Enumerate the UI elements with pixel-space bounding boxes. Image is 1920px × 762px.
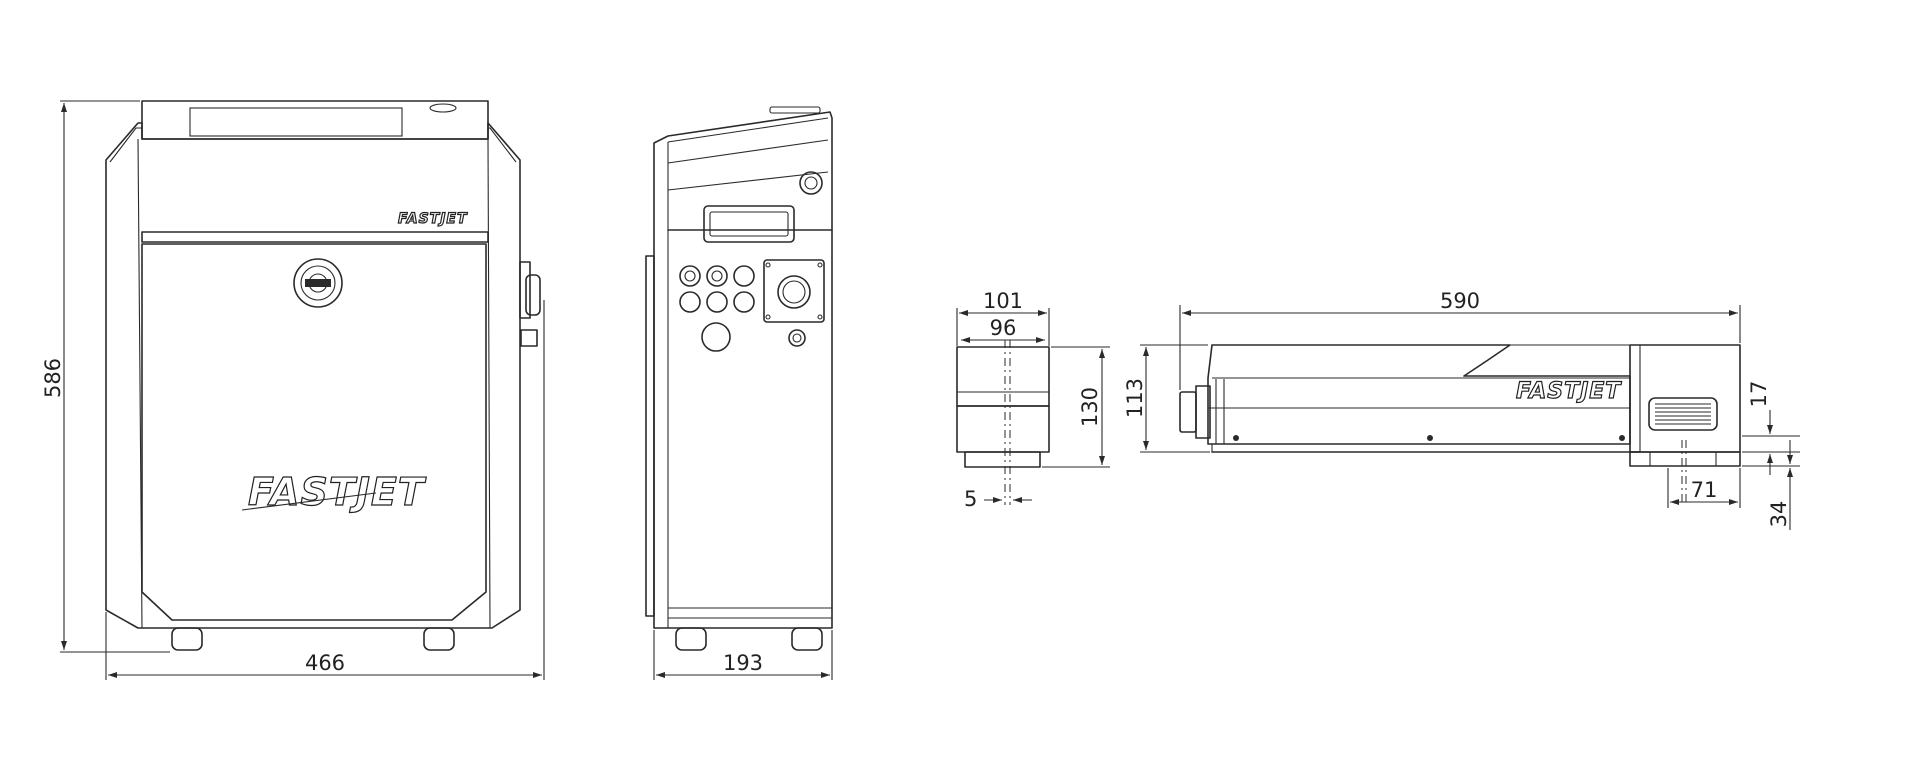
head-end-lower [956, 405, 1050, 453]
front-large-logo: FASTJET [248, 470, 427, 514]
side-display [703, 205, 795, 243]
dim-front-height: 586 [41, 358, 65, 398]
side-rear-rail [645, 255, 655, 617]
dim-head-length: 590 [1440, 289, 1480, 313]
valve-knob-icon [777, 275, 811, 309]
gauge-icon [799, 171, 823, 195]
cable-gland [1179, 391, 1197, 433]
dim-head-end-width-outer: 101 [983, 289, 1023, 313]
side-valve-panel [763, 259, 825, 323]
front-display-window [189, 107, 403, 137]
dim-head-height: 113 [1123, 378, 1147, 418]
front-top-panel [141, 100, 489, 140]
side-view: 193 [645, 106, 833, 680]
front-foot-left [171, 627, 203, 651]
dim-side-width: 193 [723, 651, 763, 675]
dim-nozzle-drop: 34 [1767, 501, 1791, 528]
head-end-view: 101 96 130 5 [956, 289, 1110, 511]
dim-head-end-offset: 5 [964, 487, 977, 511]
side-outer-body [653, 111, 833, 629]
front-small-logo: FASTJET [398, 211, 468, 227]
front-outer-body [105, 122, 521, 629]
front-separator-band [141, 231, 489, 243]
side-foot-left [675, 627, 707, 651]
head-logo: FASTJET [1516, 379, 1622, 404]
head-end-upper [956, 346, 1050, 407]
head-end-nozzle [964, 451, 1041, 468]
front-side-port [520, 329, 538, 347]
dim-head-end-height: 130 [1078, 387, 1102, 427]
head-body [1207, 344, 1631, 445]
side-small-knob [788, 329, 806, 347]
dim-nozzle-height: 17 [1747, 381, 1771, 408]
front-indicator-light [429, 103, 457, 113]
front-door-panel [141, 243, 487, 621]
nozzle-base [1629, 451, 1741, 467]
control-buttons [679, 265, 755, 352]
lock-icon [293, 258, 343, 308]
nozzle-vent [1648, 397, 1718, 431]
front-view: FASTJET FASTJET 586 466 [41, 100, 545, 680]
front-foot-right [423, 627, 455, 651]
dim-head-end-width-inner: 96 [990, 316, 1017, 340]
dim-front-width: 466 [305, 651, 345, 675]
side-foot-right [791, 627, 823, 651]
front-side-connector [519, 261, 531, 319]
dim-nozzle-width: 71 [1691, 478, 1718, 502]
head-side-view: FASTJET 590 113 17 71 [1123, 289, 1800, 530]
